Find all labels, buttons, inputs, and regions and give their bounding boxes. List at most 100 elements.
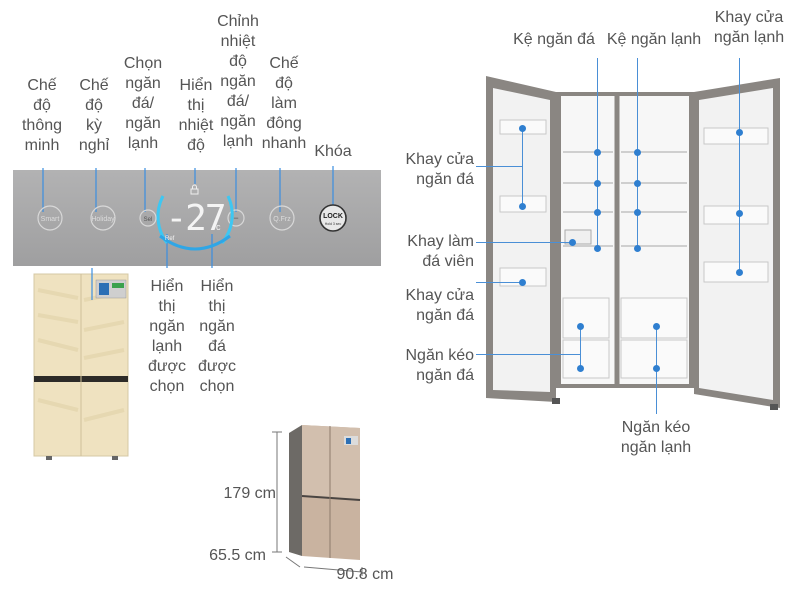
dot [633, 208, 641, 216]
label-line: thị [158, 298, 176, 315]
dimension-width: 90.8 cm [336, 566, 394, 583]
dimension-depth: 65.5 cm [209, 547, 266, 564]
fridge-thumbnail [33, 273, 129, 460]
temperature-unit: c [216, 222, 221, 232]
label-line: đông [266, 115, 302, 132]
label-line: Khóa [314, 143, 352, 160]
dot [576, 322, 584, 330]
label-line: Chọn [123, 55, 163, 72]
lock-button-sublabel: Hold 3 sec [325, 222, 342, 226]
temperature-readout: -27 [165, 198, 224, 239]
label-ice-tray: Khay làm đá viên [390, 232, 474, 272]
label-freezer-drawer: Ngăn kéo ngăn đá [390, 346, 475, 386]
label-line: nghỉ [78, 137, 110, 154]
small-lock-icon [190, 184, 199, 195]
dot [652, 364, 660, 372]
label-line: ngăn [199, 318, 235, 335]
label-fridge-shelf: Kệ ngăn lạnh [606, 31, 702, 48]
dot [593, 208, 601, 216]
label-line: đá/ [131, 95, 155, 112]
dot [518, 202, 526, 210]
label-line: nhanh [261, 135, 307, 152]
label-line: Ngăn kéo [621, 419, 691, 436]
label-line: được [147, 358, 187, 375]
label-line: độ [85, 97, 103, 114]
callout-freezer-drawer-vert [580, 326, 581, 368]
label-lock: Khóa [310, 142, 356, 162]
smart-button[interactable]: Smart [41, 216, 60, 223]
callout-freezer-door-tray-1-vert [522, 128, 523, 206]
label-line: được [197, 358, 237, 375]
dot [633, 179, 641, 187]
dot [652, 322, 660, 330]
label-line: đá viên [422, 253, 474, 270]
label-freezer-door-tray-2: Khay cửa ngăn đá [390, 286, 474, 326]
label-fridge-shown: Hiển thị ngăn lạnh được chọn [143, 277, 191, 397]
callout-freezer-door-tray-1-line [476, 166, 522, 167]
label-line: Khay cửa [405, 151, 474, 168]
label-line: làm [271, 95, 297, 112]
label-line: độ [275, 75, 293, 92]
label-line: độ [33, 97, 51, 114]
label-line: nhiệt [220, 33, 256, 50]
holiday-button[interactable]: Holiday [91, 216, 115, 223]
label-line: Ngăn kéo [405, 347, 475, 364]
ref-indicator: Ref [165, 236, 175, 242]
label-line: nhiệt [178, 117, 214, 134]
label-temperature-display: Hiển thị nhiệt độ [172, 76, 220, 156]
dimension-height: 179 cm [223, 485, 276, 502]
label-freezer-shelf: Kệ ngăn đá [513, 31, 595, 48]
label-line: Hiển [150, 278, 184, 295]
label-line: chọn [149, 378, 185, 395]
label-smart-mode: Chế độ thông minh [20, 76, 64, 156]
dimension-lines [272, 431, 363, 576]
fridge-dimension-image [289, 425, 361, 560]
label-line: minh [24, 137, 60, 154]
dot [633, 244, 641, 252]
label-line: kỳ [86, 117, 102, 134]
label-line: chọn [199, 378, 235, 395]
quick-freeze-button[interactable]: Q.Frz [273, 216, 291, 223]
label-line: thị [187, 97, 205, 114]
label-line: ngăn đá [416, 171, 474, 188]
label-line: Chỉnh [217, 13, 259, 30]
display-ring-bottom [159, 234, 231, 251]
label-line: thông [21, 117, 63, 134]
label-line: thị [208, 298, 226, 315]
label-line: Hiển [179, 77, 213, 94]
label-line: Chế [27, 77, 57, 94]
dot [568, 238, 576, 246]
label-line: ngăn [125, 75, 161, 92]
label-line: ngăn đá [416, 307, 474, 324]
select-button[interactable]: Sel [144, 217, 153, 223]
label-line: ngăn [220, 113, 256, 130]
dot [576, 364, 584, 372]
label-fridge-door-tray: Khay cửa ngăn lạnh [704, 8, 794, 48]
label-line: ngăn lạnh [620, 439, 692, 456]
label-line: ngăn lạnh [713, 29, 785, 46]
label-line: ngăn [149, 318, 185, 335]
label-line: đá [208, 338, 226, 355]
lock-button[interactable] [319, 204, 347, 232]
dot [735, 268, 743, 276]
label-line: Khay cửa [714, 9, 784, 26]
label-line: ngăn [125, 115, 161, 132]
callout-ice-tray-line [476, 242, 572, 243]
dot [593, 179, 601, 187]
label-line: Khay làm [407, 233, 474, 250]
minus-button[interactable]: − [233, 213, 238, 223]
label-line: lạnh [151, 338, 183, 355]
dot [518, 278, 526, 286]
label-line: độ [187, 137, 205, 154]
label-line: Hiển [200, 278, 234, 295]
label-line: ngăn đá [416, 367, 474, 384]
label-line: độ [229, 53, 247, 70]
label-line: Khay cửa [405, 287, 474, 304]
label-line: đá/ [226, 93, 250, 110]
